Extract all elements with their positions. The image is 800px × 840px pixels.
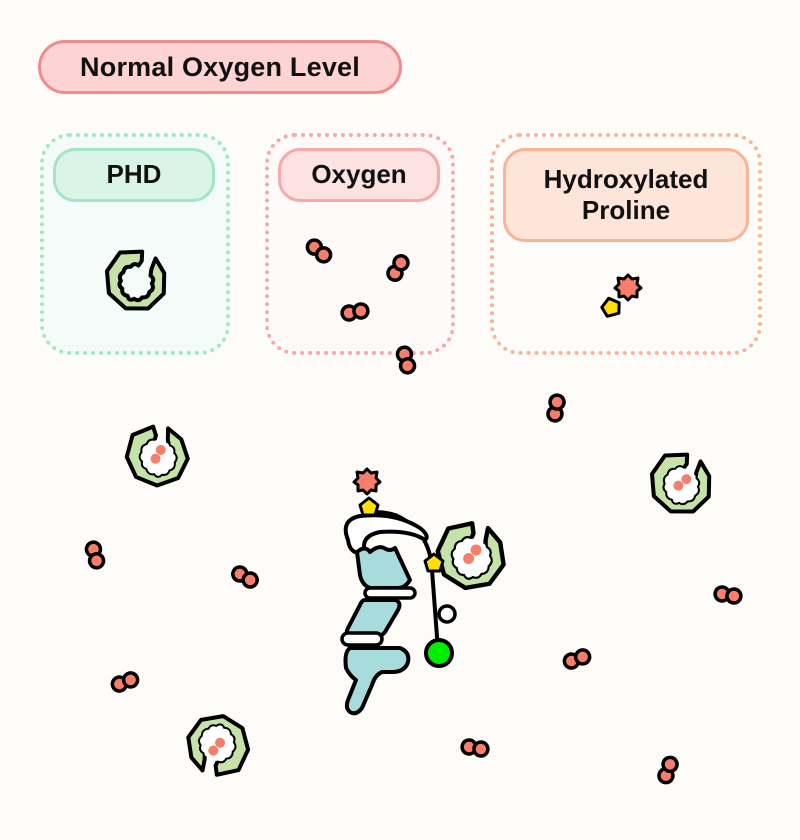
legend-hydroxylated-proline-icon xyxy=(598,273,643,319)
legend-oxygen-label: Oxygen xyxy=(278,148,440,202)
legend-hydroxylated-proline-label: Hydroxylated Proline xyxy=(503,148,749,242)
free-oxygen-molecules xyxy=(83,343,744,787)
legend-phd-label: PHD xyxy=(53,148,215,202)
hif-alpha-complex xyxy=(340,467,512,716)
legend-phd-icon xyxy=(100,243,172,317)
page-title: Normal Oxygen Level xyxy=(38,40,402,94)
legend-oxygen-icons xyxy=(302,235,413,323)
phd-enzymes-bound xyxy=(115,413,717,786)
